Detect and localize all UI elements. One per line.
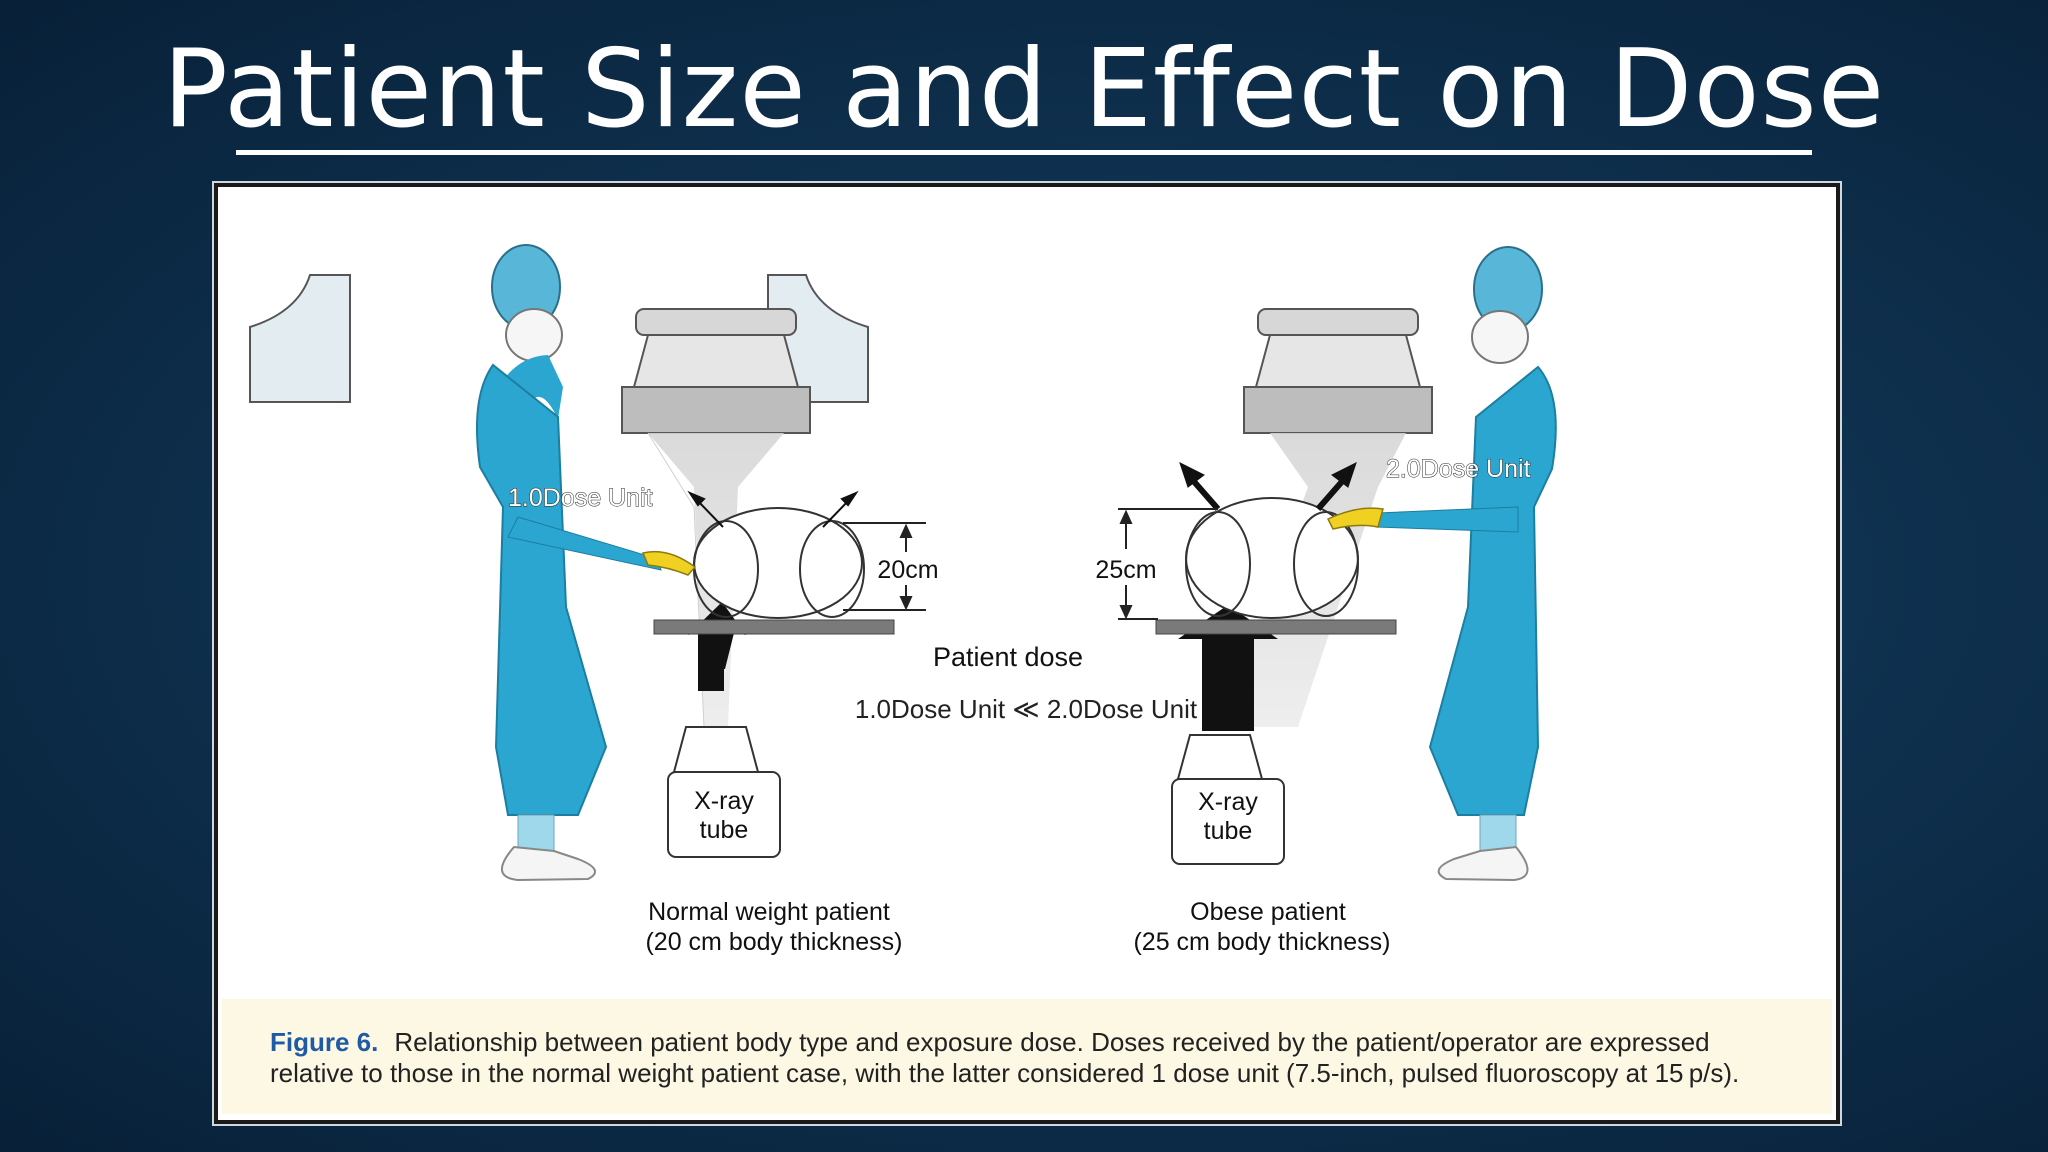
title-underline (236, 150, 1812, 155)
left-patient-body (693, 507, 865, 619)
left-thickness-label: 20cm (877, 556, 938, 584)
left-tube-label-line2: tube (700, 816, 749, 844)
fluoroscopy-diagram: X-ray tube 20cm (249, 244, 1557, 956)
left-scatter-arrows (687, 490, 859, 528)
right-detector (249, 274, 1433, 434)
left-operator (476, 244, 697, 882)
left-thickness-bracket (843, 522, 926, 611)
figure-label: Figure 6. (270, 1027, 379, 1057)
right-exam-table (1155, 619, 1397, 635)
right-tube-label-line2: tube (1204, 817, 1253, 845)
right-patient-caption-line2: (25 cm body thickness) (1133, 928, 1390, 956)
figure-panel: X-ray tube 20cm (214, 183, 1840, 1124)
left-patient-caption-line2: (20 cm body thickness) (645, 928, 902, 956)
caption-background (222, 999, 1832, 1114)
right-tube-label-line1: X-ray (1198, 788, 1258, 816)
right-patient-body (1185, 497, 1359, 619)
left-xray-tube (667, 726, 781, 858)
right-xray-tube (1171, 734, 1285, 865)
left-exam-table (653, 619, 895, 635)
figure-caption: Figure 6.Relationship between patient bo… (270, 1027, 1790, 1089)
right-patient-caption-line1: Obese patient (1190, 898, 1346, 926)
patient-dose-comparison: 1.0Dose Unit ≪ 2.0Dose Unit (855, 694, 1198, 724)
right-thickness-label: 25cm (1095, 556, 1156, 584)
left-tube-label-line1: X-ray (694, 787, 754, 815)
right-operator-dose-label: 2.0Dose Unit (1386, 455, 1531, 483)
caption-text: Relationship between patient body type a… (270, 1027, 1740, 1088)
left-detector (621, 274, 869, 434)
slide-title: Patient Size and Effect on Dose (162, 27, 1886, 152)
left-operator-dose-label: 1.0Dose Unit (508, 484, 653, 512)
left-patient-caption-line1: Normal weight patient (648, 898, 890, 926)
right-scatter-arrows (1179, 462, 1357, 511)
patient-dose-heading: Patient dose (933, 642, 1083, 672)
right-thickness-bracket (1118, 508, 1218, 620)
right-operator (1326, 246, 1557, 882)
